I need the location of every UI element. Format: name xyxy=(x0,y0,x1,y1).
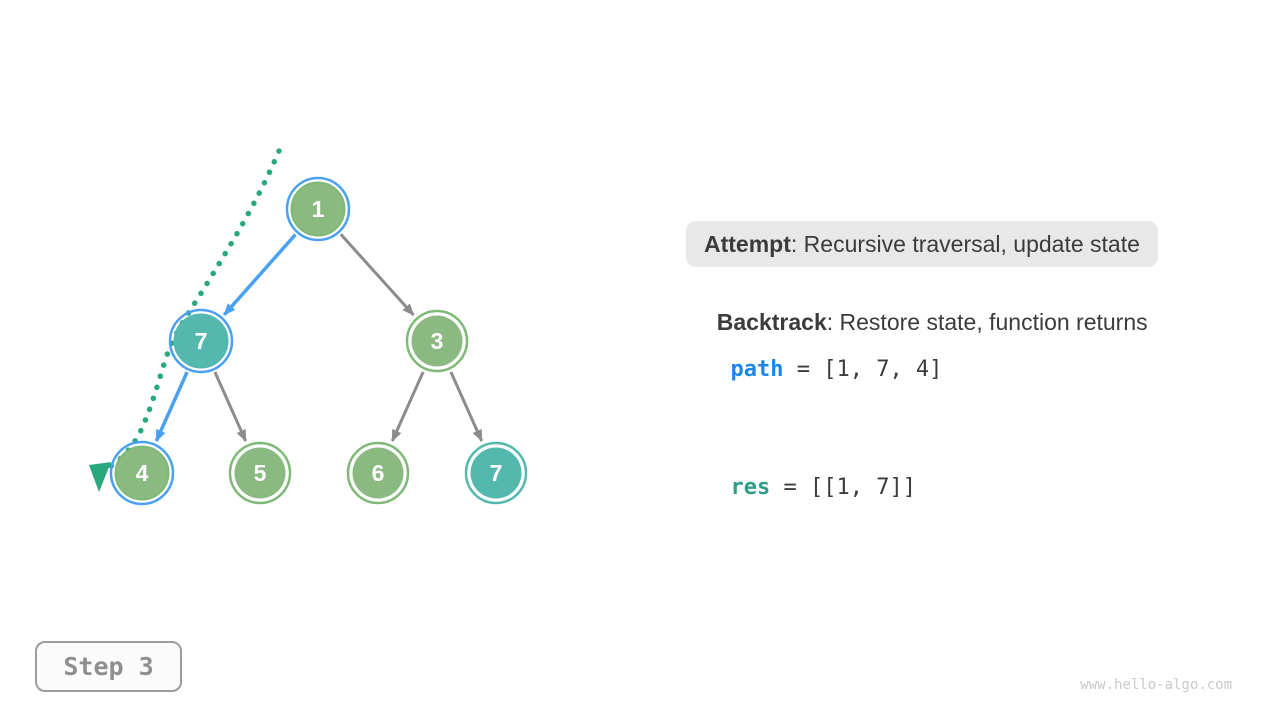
node-value: 5 xyxy=(254,460,267,486)
tree-node-5: 5 xyxy=(228,441,292,505)
backtrack-line: Backtrack: Restore state, function retur… xyxy=(704,282,1148,336)
tree-node-4: 4 xyxy=(109,440,175,506)
res-variable-value: = [[1, 7]] xyxy=(770,475,916,500)
path-variable-name: path xyxy=(730,357,784,382)
edge-3-to-6 xyxy=(390,371,425,442)
node-value: 4 xyxy=(136,460,149,486)
node-value: 7 xyxy=(490,460,503,486)
watermark: www.hello-algo.com xyxy=(1080,677,1232,693)
edge-7-to-5 xyxy=(213,371,248,442)
path-variable-value: = [1, 7, 4] xyxy=(783,357,943,382)
backtrack-label: Backtrack xyxy=(716,309,827,335)
res-variable-name: res xyxy=(730,475,771,500)
edge-7-to-4 xyxy=(154,371,189,442)
node-value: 6 xyxy=(372,460,385,486)
res-variable-line: res = [[1, 7]] xyxy=(704,450,916,500)
node-value: 7 xyxy=(195,328,208,354)
tree-node-7-left: 7 xyxy=(168,308,234,374)
node-value: 1 xyxy=(312,196,325,222)
attempt-label: Attempt xyxy=(704,230,791,257)
step-badge-label: Step 3 xyxy=(63,652,154,681)
tree-node-6: 6 xyxy=(346,441,410,505)
edge-1-to-3 xyxy=(339,233,415,317)
traversal-trail-dotted-path xyxy=(105,148,282,471)
node-value: 3 xyxy=(431,328,444,354)
tree-node-1: 1 xyxy=(285,176,351,242)
attempt-highlight-box: Attempt: Recursive traversal, update sta… xyxy=(686,221,1158,267)
backtrack-text: : Restore state, function returns xyxy=(826,309,1148,335)
edge-1-to-7 xyxy=(222,233,297,316)
path-variable-line: path = [1, 7, 4] xyxy=(704,332,943,382)
tree-node-3: 3 xyxy=(405,309,469,373)
edge-3-to-7 xyxy=(449,371,484,442)
step-badge: Step 3 xyxy=(35,641,182,692)
traversal-trail-arrowhead-icon xyxy=(89,462,111,492)
attempt-text: : Recursive traversal, update state xyxy=(790,230,1140,257)
tree-node-7-right: 7 xyxy=(464,441,528,505)
